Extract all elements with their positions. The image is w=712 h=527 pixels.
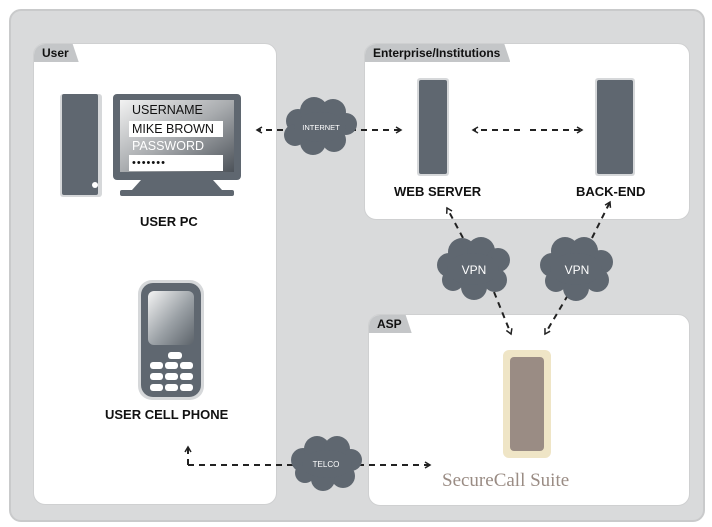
internet-cloud-label: INTERNET xyxy=(302,123,340,132)
back-end-label: BACK-END xyxy=(576,184,646,199)
username-label: USERNAME xyxy=(132,103,203,117)
asp-panel-title: ASP xyxy=(369,315,412,333)
telco-cloud-icon xyxy=(291,436,362,491)
vpn-to-backend-arrow xyxy=(591,200,612,239)
web-server-label: WEB SERVER xyxy=(394,184,482,199)
web-server-icon xyxy=(417,78,449,176)
user-pc-label: USER PC xyxy=(140,214,198,229)
vpn-left-cloud-icon xyxy=(437,237,510,300)
vpn-to-webserver-arrow xyxy=(445,206,464,239)
cell-phone-icon xyxy=(138,280,204,400)
pc-tower-icon xyxy=(60,94,102,197)
vpn-right-cloud-icon xyxy=(540,237,613,301)
internet-cloud-icon xyxy=(284,97,357,155)
telco-cloud-label: TELCO xyxy=(313,460,340,469)
user-panel-title: User xyxy=(34,44,79,62)
username-field: MIKE BROWN xyxy=(129,121,223,137)
vpn-left-cloud-label: VPN xyxy=(462,263,487,277)
connectors xyxy=(184,126,612,469)
vpn-right-cloud-label: VPN xyxy=(565,263,590,277)
vpn-to-asp-arrow-2 xyxy=(544,294,569,336)
back-end-server-icon xyxy=(595,78,635,176)
password-label: PASSWORD xyxy=(132,139,204,153)
securecall-suite-logo: SecureCall Suite xyxy=(442,470,570,491)
vpn-to-asp-arrow xyxy=(493,291,513,336)
user-cell-phone-label: USER CELL PHONE xyxy=(105,407,229,422)
enterprise-panel-title: Enterprise/Institutions xyxy=(365,44,510,62)
securecall-server-icon xyxy=(503,350,551,458)
password-field: ••••••• xyxy=(129,155,223,171)
